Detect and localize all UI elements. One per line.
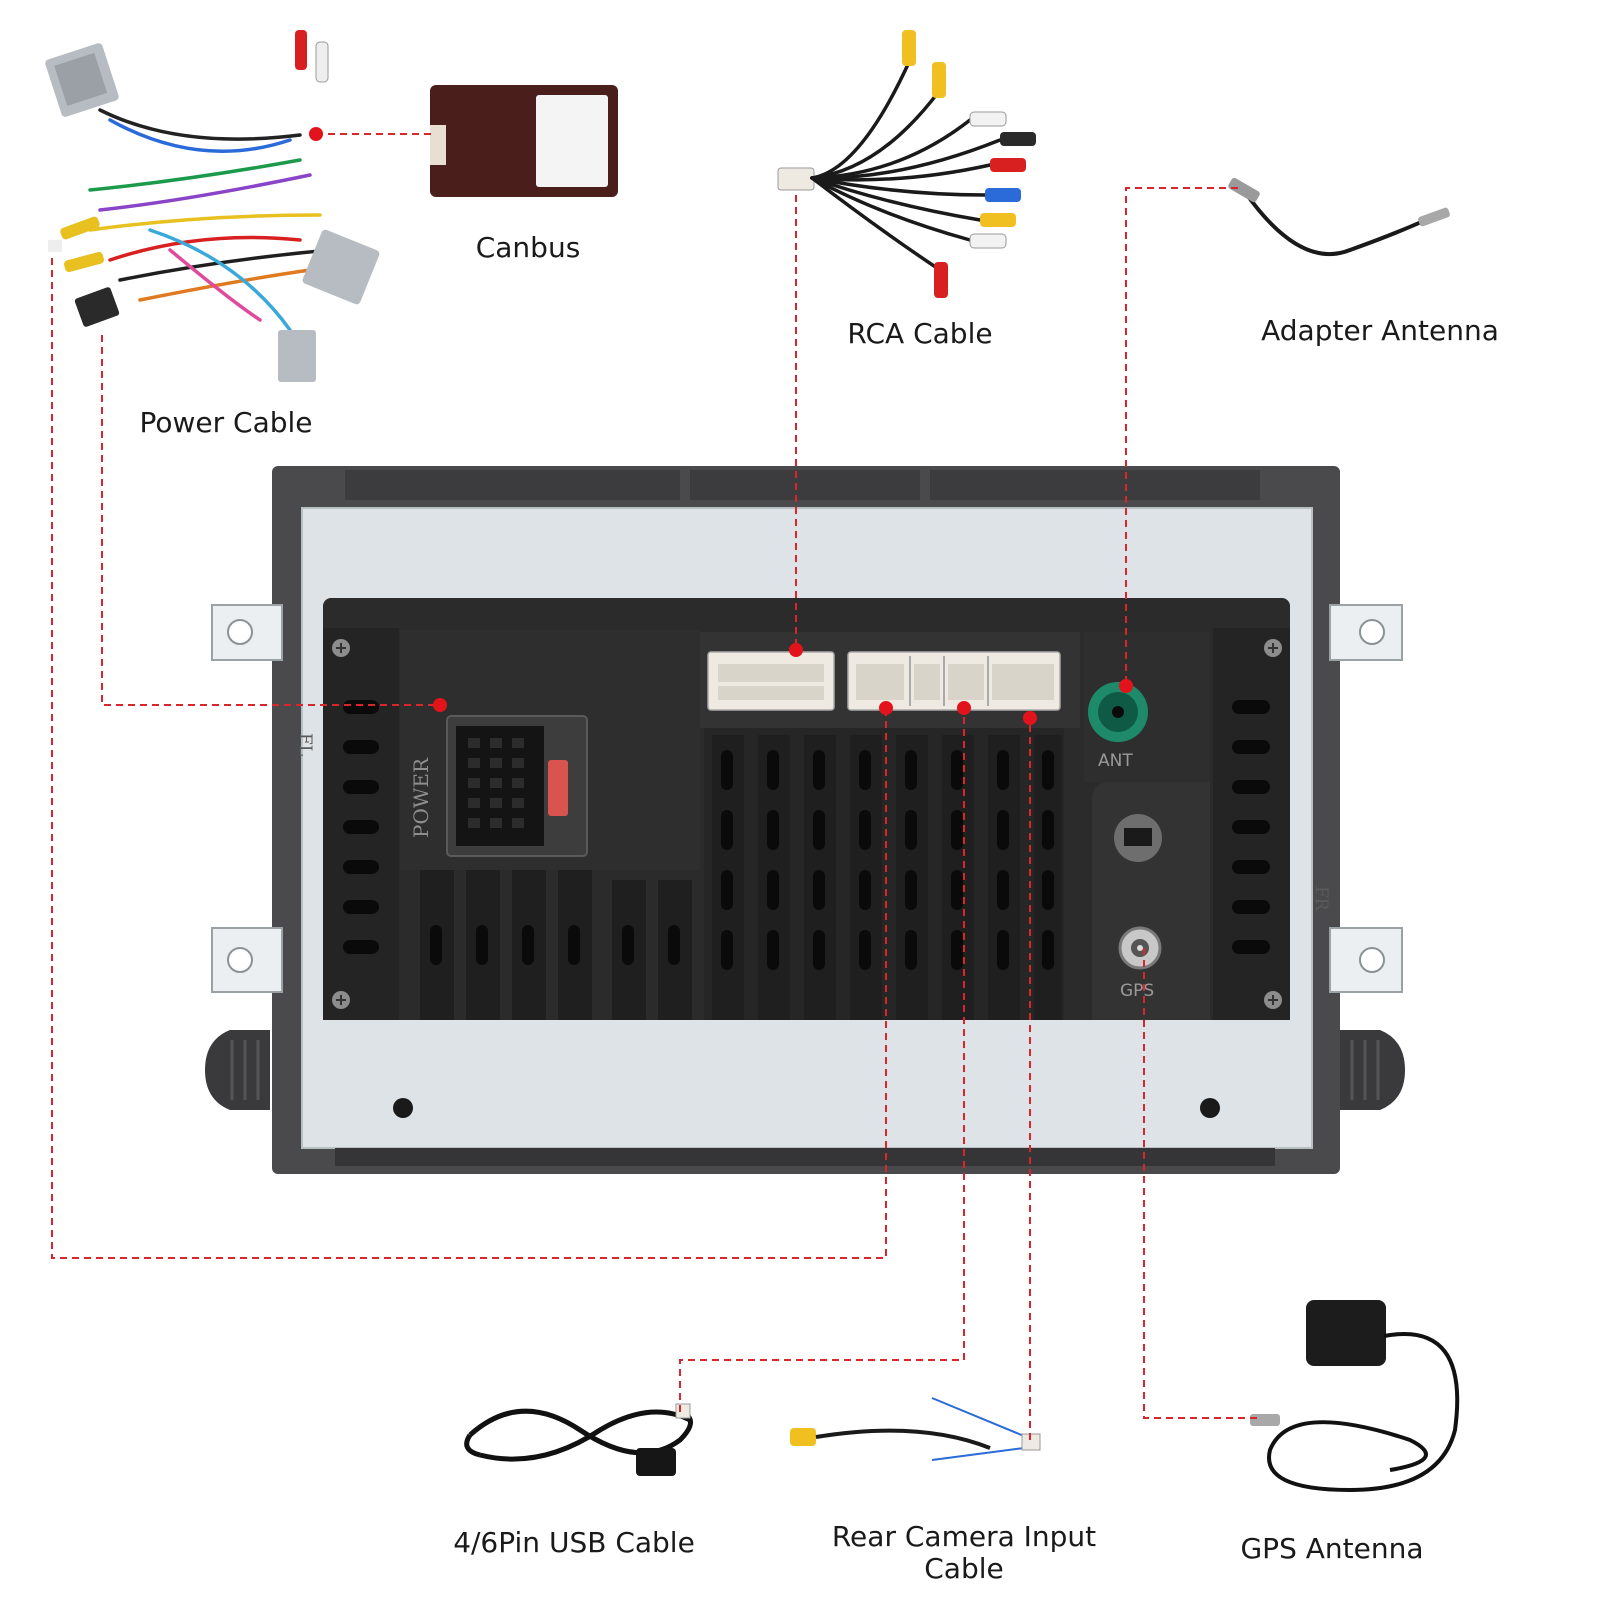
left-heatsink	[343, 700, 379, 954]
adapter-antenna-label: Adapter Antenna	[1261, 314, 1499, 347]
usb-cable-label: 4/6Pin USB Cable	[453, 1526, 695, 1559]
right-bracket-top	[1329, 604, 1403, 661]
leader-gps	[1143, 948, 1258, 1419]
rear-camera-cable-image	[790, 1397, 1041, 1461]
gps-antenna-label: GPS Antenna	[1240, 1532, 1423, 1565]
right-bracket-bottom	[1329, 927, 1403, 993]
head-unit: FL FR	[205, 466, 1405, 1174]
canbus-label: Canbus	[476, 231, 581, 264]
gps-marking: GPS	[1120, 981, 1154, 1001]
power-cable-image	[45, 30, 380, 382]
rca-cable-image	[777, 30, 1036, 298]
leader-lines	[51, 133, 1258, 1440]
adapter-antenna-image	[1228, 177, 1450, 256]
gps-antenna-image	[1250, 1300, 1460, 1493]
plate-screw-left	[393, 1098, 413, 1118]
rear-camera-label-line1: Rear Camera Input	[832, 1520, 1096, 1553]
case-screws	[332, 639, 1282, 1009]
power-marking: POWER	[409, 757, 433, 838]
rca-connector	[707, 651, 835, 711]
right-clip	[1340, 1030, 1405, 1110]
usb-port	[1114, 814, 1162, 862]
rca-cable-label: RCA Cable	[847, 317, 992, 350]
plate-screw-right	[1200, 1098, 1220, 1118]
leader-power-harness-2	[51, 258, 887, 1259]
antenna-port	[1088, 682, 1148, 742]
fr-marking: FR	[1311, 886, 1331, 912]
left-bracket-bottom	[211, 927, 283, 993]
canbus-image	[430, 85, 618, 197]
right-heatsink	[1232, 700, 1270, 954]
ant-marking: ANT	[1098, 751, 1133, 771]
middle-heatsink	[712, 735, 1062, 1020]
leader-adapter-antenna	[1125, 187, 1238, 686]
leader-power	[101, 335, 440, 706]
leader-dots	[309, 127, 1133, 725]
usb-cable-image	[464, 1403, 693, 1476]
leader-usb	[679, 708, 965, 1412]
multi-connector	[847, 651, 1061, 711]
gps-port	[1118, 926, 1162, 970]
left-clip	[205, 1030, 270, 1110]
rear-camera-label-line2: Cable	[924, 1552, 1004, 1585]
lower-left-heatsink	[420, 870, 692, 1020]
power-connector	[446, 715, 588, 857]
left-bracket-top	[211, 604, 283, 661]
fuse	[548, 760, 568, 816]
fl-marking: FL	[295, 733, 315, 756]
power-cable-label: Power Cable	[139, 406, 312, 439]
